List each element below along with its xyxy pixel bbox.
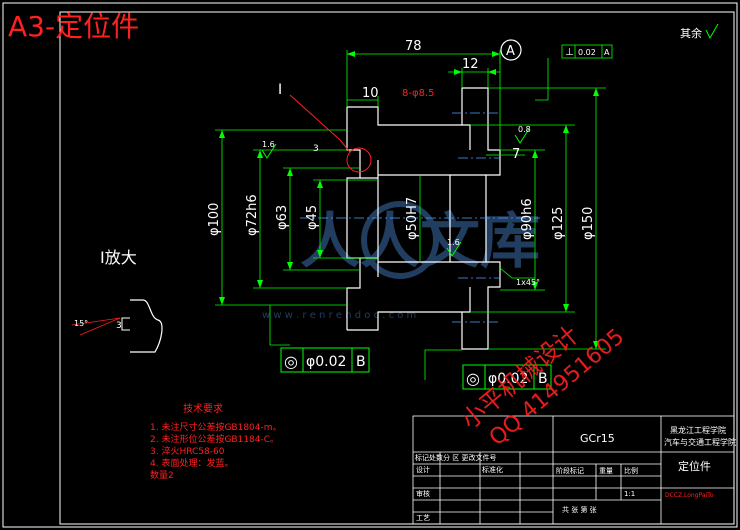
dim-d100: φ100 xyxy=(207,203,222,236)
tolerance-frame-right: ◎ φ0.02 B xyxy=(462,364,552,390)
watermark-circle xyxy=(361,201,439,279)
tech-note-4: 4. 表面处理：发蓝。 xyxy=(150,457,233,469)
tb-row-label-0: 标记处数分 区 更改文件号 xyxy=(415,453,496,462)
tech-note-3: 3. 淬火HRC58-60 xyxy=(150,445,225,457)
tol-top-value: 0.02 xyxy=(578,48,596,57)
tb-part-name: 定位件 xyxy=(678,459,711,473)
detail-view-notch xyxy=(121,317,130,331)
roughness-16b: 1.6 xyxy=(447,238,460,247)
roughness-symbol-other xyxy=(705,23,719,40)
tol-top-symbol: ⊥ xyxy=(565,47,574,58)
tolerance-frame-top: ⊥ 0.02 A xyxy=(561,44,613,59)
tol-left-datum: B xyxy=(356,354,366,370)
dim-d125: φ125 xyxy=(551,207,566,240)
dim-d63: φ63 xyxy=(275,205,290,230)
dimension-texts: 78 12 10 8-φ8.5 7 3 φ100 φ72h6 φ63 φ45 φ… xyxy=(207,39,596,287)
tech-note-5: 数量2 xyxy=(150,469,174,481)
tolerance-frame-left: ◎ φ0.02 B xyxy=(280,347,370,373)
tb-scale: 1:1 xyxy=(624,490,635,498)
dim-d50: φ50H7 xyxy=(405,197,420,240)
tb-std-label: 标准化 xyxy=(482,465,503,474)
roughness-note: 其余 xyxy=(680,26,702,40)
dim-d150: φ150 xyxy=(581,207,596,240)
detail-angle: 15° xyxy=(74,319,88,328)
dim-chamfer: 1x45° xyxy=(516,278,540,287)
title-block xyxy=(412,415,735,525)
dim-12: 12 xyxy=(462,57,479,72)
dim-d45: φ45 xyxy=(305,205,320,230)
tol-right-symbol: ◎ xyxy=(466,369,480,388)
roughness-08: 0.8 xyxy=(518,125,531,134)
title-block-texts: GCr15 黑龙江工程学院 汽车与交通工程学院 定位件 标记处数分 区 更改文件… xyxy=(415,425,736,522)
datum-a-circle xyxy=(500,39,522,61)
tol-right-datum: B xyxy=(538,371,548,387)
tb-sheet: 共 张 第 张 xyxy=(562,505,597,514)
tech-note-1: 1. 未注尺寸公差按GB1804-m。 xyxy=(150,421,282,433)
tb-drawing-no: DCCZ.LongPaiTo xyxy=(665,492,714,499)
dim-d72: φ72h6 xyxy=(245,194,260,236)
tb-stage-1: 重量 xyxy=(599,467,613,475)
tb-row-label-1: 设计 xyxy=(416,465,430,474)
tol-right-value: φ0.02 xyxy=(488,371,528,387)
dim-d90: φ90h6 xyxy=(520,198,535,240)
dimension-arrows xyxy=(219,51,599,349)
tol-left-value: φ0.02 xyxy=(306,354,346,370)
tb-school-2: 汽车与交通工程学院 xyxy=(664,437,736,447)
tech-notes: 技术要求 1. 未注尺寸公差按GB1804-m。 2. 未注形位公差按GB118… xyxy=(150,402,282,481)
dim-10: 10 xyxy=(362,86,379,101)
tb-school-1: 黑龙江工程学院 xyxy=(670,425,726,435)
detail-angle-leader xyxy=(71,317,121,326)
detail-view-label: I放大 xyxy=(100,248,137,267)
roughness-values: 1.6 1.6 0.8 xyxy=(262,125,531,247)
center-lines xyxy=(300,112,540,323)
tech-note-2: 2. 未注形位公差按GB1184-C。 xyxy=(150,433,279,445)
dim-7: 7 xyxy=(512,147,520,162)
tol-left-symbol: ◎ xyxy=(284,352,298,371)
watermark-url: w w w . r e n r e n d o c . c o m xyxy=(262,310,416,321)
tb-stage-2: 比例 xyxy=(624,466,638,475)
detail-depth: 3 xyxy=(116,321,122,331)
dim-holes: 8-φ8.5 xyxy=(402,88,434,99)
datum-a-label: A xyxy=(506,44,515,59)
inner-frame xyxy=(59,11,735,525)
dim-3: 3 xyxy=(313,144,319,154)
tech-notes-title: 技术要求 xyxy=(183,402,223,415)
detail-callout-leader xyxy=(289,94,351,153)
detail-angle-leader-2 xyxy=(79,317,121,336)
roughness-symbols xyxy=(261,128,530,257)
dimension-lines xyxy=(215,50,606,380)
roughness-16a: 1.6 xyxy=(262,140,275,149)
detail-callout-label: I xyxy=(278,82,282,98)
tb-material: GCr15 xyxy=(580,432,615,445)
tb-row-label-2: 审核 xyxy=(416,489,430,498)
tb-row-label-3: 工艺 xyxy=(416,514,430,522)
tb-stage-0: 阶段标记 xyxy=(556,466,584,475)
detail-view-profile xyxy=(130,299,163,353)
tol-top-datum: A xyxy=(604,48,610,57)
dim-78: 78 xyxy=(405,39,422,54)
detail-callout-circle xyxy=(346,147,372,173)
sheet-title: A3-定位件 xyxy=(8,10,139,43)
